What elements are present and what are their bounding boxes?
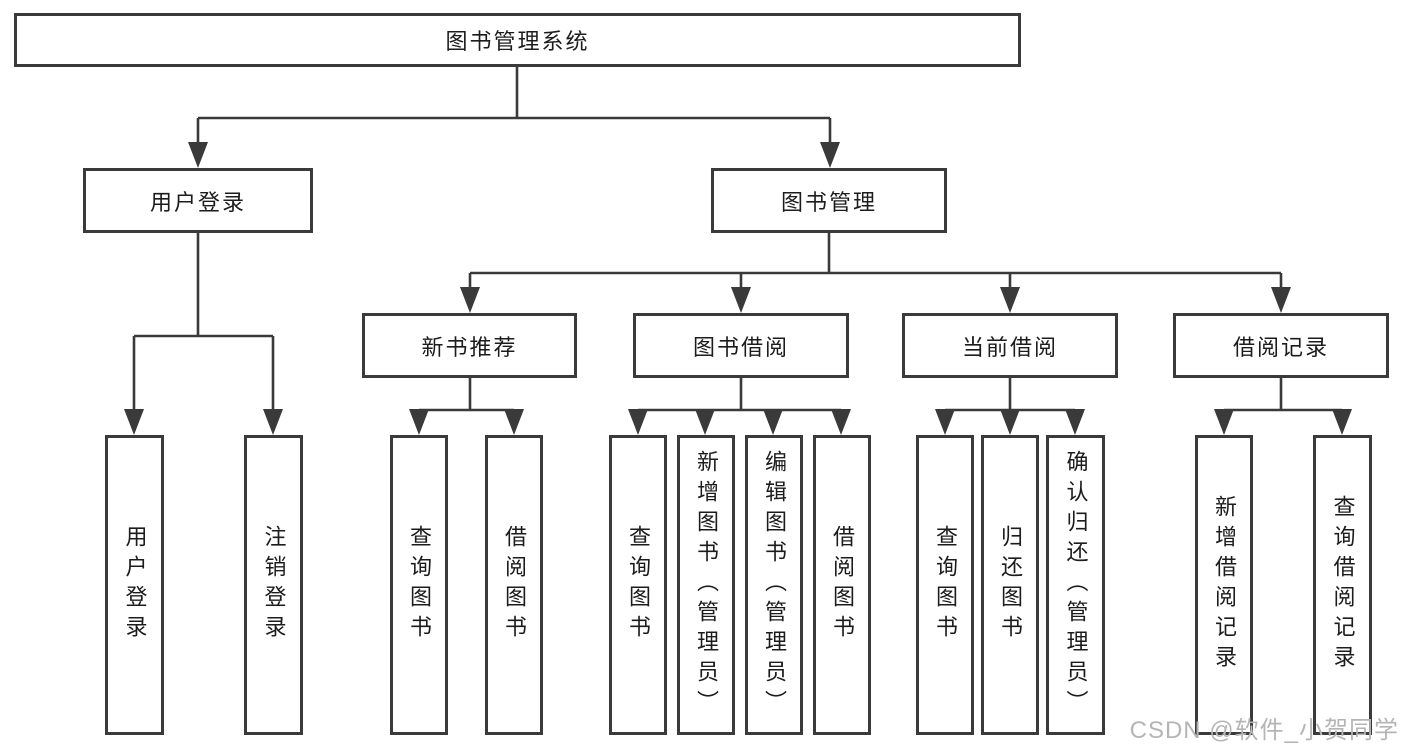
node-book-borrowing: 图书借阅 — [633, 313, 849, 378]
node-library-management-system: 图书管理系统 — [14, 13, 1021, 67]
node-label: 查询图书 — [407, 525, 432, 645]
node-new-book-recommendation: 新书推荐 — [362, 313, 577, 378]
node-label: 新增借阅记录 — [1212, 495, 1237, 675]
node-label: 图书借阅 — [692, 334, 789, 360]
node-label: 当前借阅 — [961, 334, 1058, 360]
leaf-query-books-current: 查询图书 — [916, 435, 974, 735]
node-label: 图书管理 — [780, 189, 877, 215]
node-borrowing-records: 借阅记录 — [1173, 313, 1389, 378]
node-book-management: 图书管理 — [711, 168, 947, 233]
leaf-logout: 注销登录 — [244, 435, 303, 735]
node-label: 新书推荐 — [421, 334, 518, 360]
node-label: 借阅记录 — [1232, 334, 1329, 360]
leaf-confirm-return-admin: 确认归还（管理员） — [1046, 435, 1105, 735]
leaf-query-books-recommend: 查询图书 — [390, 435, 448, 735]
node-label: 编辑图书（管理员） — [762, 450, 787, 720]
leaf-add-borrow-record: 新增借阅记录 — [1195, 435, 1253, 735]
node-label: 用户登录 — [149, 189, 246, 215]
node-label: 查询图书 — [626, 525, 651, 645]
leaf-borrow-books: 借阅图书 — [813, 435, 871, 735]
leaf-user-login: 用户登录 — [105, 435, 164, 735]
leaf-add-books-admin: 新增图书（管理员） — [677, 435, 735, 735]
node-label: 图书管理系统 — [445, 29, 590, 54]
node-current-borrowing: 当前借阅 — [902, 313, 1118, 378]
node-label: 查询借阅记录 — [1330, 495, 1356, 675]
node-label: 确认归还（管理员） — [1063, 450, 1089, 720]
leaf-edit-books-admin: 编辑图书（管理员） — [745, 435, 803, 735]
leaf-return-books: 归还图书 — [981, 435, 1039, 735]
node-label: 归还图书 — [998, 525, 1023, 645]
csdn-watermark: CSDN @软件_小贺同学 — [1129, 717, 1399, 744]
leaf-query-borrow-record: 查询借阅记录 — [1313, 435, 1372, 735]
node-label: 注销登录 — [261, 525, 287, 645]
node-label: 借阅图书 — [830, 525, 855, 645]
leaf-query-books-borrow: 查询图书 — [609, 435, 667, 735]
node-label: 用户登录 — [122, 525, 148, 645]
node-label: 新增图书（管理员） — [694, 450, 719, 720]
node-label: 查询图书 — [933, 525, 958, 645]
leaf-borrow-books-recommend: 借阅图书 — [485, 435, 543, 735]
node-user-login-branch: 用户登录 — [83, 168, 313, 233]
node-label: 借阅图书 — [502, 525, 527, 645]
